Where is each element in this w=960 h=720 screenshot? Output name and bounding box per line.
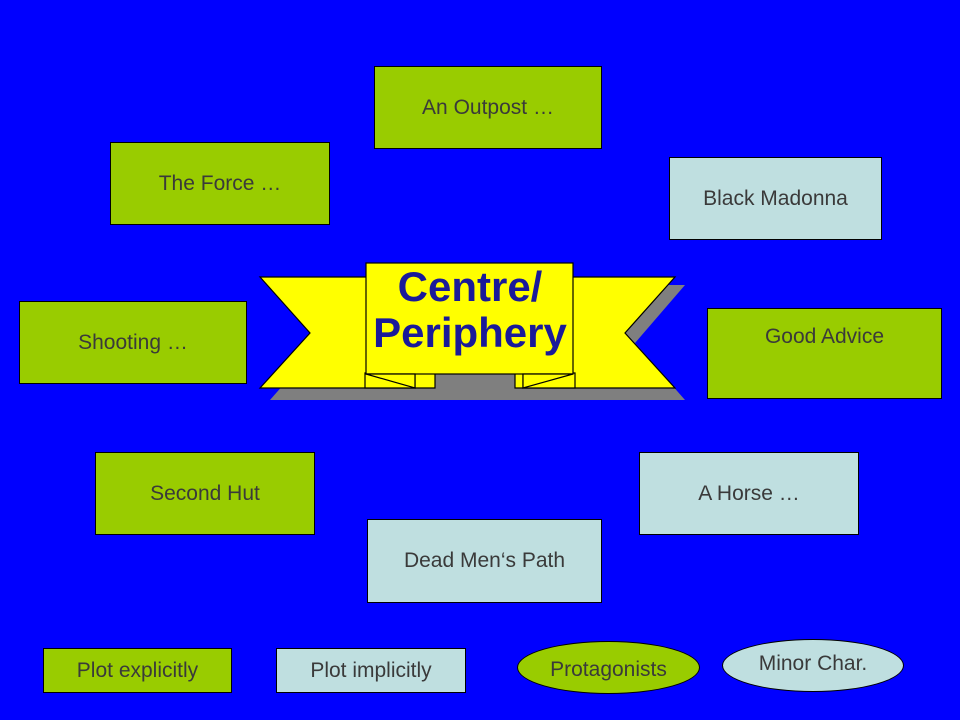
ribbon-center-panel	[365, 262, 574, 375]
story-box-madonna: Black Madonna	[669, 157, 882, 240]
story-box-horse: A Horse …	[639, 452, 859, 535]
story-box-advice: Good Advice	[707, 308, 942, 399]
legend-label: Protagonists	[550, 657, 667, 681]
story-label: An Outpost …	[422, 95, 554, 119]
story-box-path: Dead Men‘s Path	[367, 519, 602, 603]
legend-plot-explicitly: Plot explicitly	[43, 648, 232, 693]
story-box-hut: Second Hut	[95, 452, 315, 535]
story-label: Shooting …	[78, 330, 188, 354]
center-title: Centre/ Periphery	[366, 264, 574, 356]
story-label: The Force …	[158, 171, 282, 195]
story-label: Second Hut	[150, 481, 260, 505]
legend-minor-characters: Minor Char.	[722, 639, 904, 692]
legend-label: Plot implicitly	[310, 658, 432, 682]
center-title-line2: Periphery	[373, 309, 567, 356]
story-label: Good Advice	[764, 325, 885, 348]
center-banner	[258, 262, 685, 400]
story-box-shooting: Shooting …	[19, 301, 247, 384]
legend-protagonists: Protagonists	[517, 641, 700, 694]
legend-label: Minor Char.	[758, 651, 868, 675]
legend-label: Plot explicitly	[76, 658, 199, 682]
story-label: Black Madonna	[703, 186, 848, 210]
story-label: A Horse …	[698, 481, 800, 505]
story-box-force: The Force …	[110, 142, 330, 225]
center-title-line1: Centre/	[397, 263, 543, 310]
story-box-outpost: An Outpost …	[374, 66, 602, 149]
legend-plot-implicitly: Plot implicitly	[276, 648, 466, 693]
story-label: Dead Men‘s Path	[403, 549, 566, 572]
